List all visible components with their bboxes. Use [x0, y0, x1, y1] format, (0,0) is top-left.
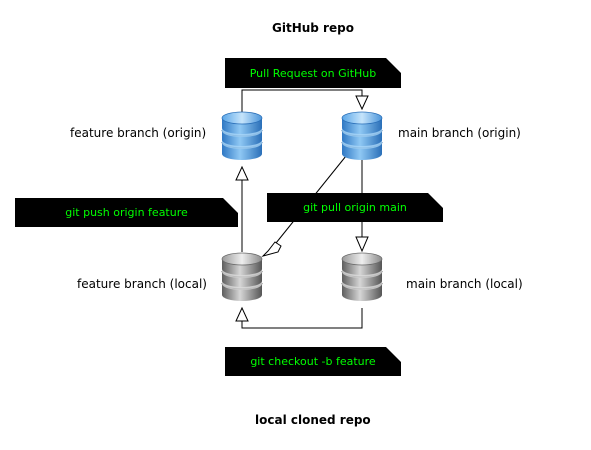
arrowhead-push-feature: [235, 165, 249, 181]
arrowhead-checkout: [235, 306, 249, 322]
node-label-main-local: main branch (local): [406, 277, 523, 291]
node-label-feature-local: feature branch (local): [77, 277, 207, 291]
note-git-pull: git pull origin main: [267, 193, 443, 222]
edge-checkout: [241, 308, 363, 329]
database-icon-main-local: [341, 252, 383, 301]
arrowhead-pull-request: [355, 95, 369, 111]
note-pull-request-text: Pull Request on GitHub: [249, 66, 377, 80]
node-label-feature-origin: feature branch (origin): [70, 126, 207, 140]
note-git-push-text: git push origin feature: [65, 206, 188, 219]
database-icon-feature-local: [221, 252, 263, 301]
edge-pull-request: [241, 89, 363, 112]
arrowhead-pull-main: [261, 241, 282, 257]
arrowhead-main-local: [355, 236, 369, 253]
note-git-checkout: git checkout -b feature: [225, 347, 401, 376]
note-git-pull-text: git pull origin main: [303, 201, 407, 214]
github-repo-heading: GitHub repo: [272, 21, 354, 35]
arrowheads: [235, 95, 369, 322]
database-icon-main-origin: [341, 111, 383, 160]
note-git-push: git push origin feature: [15, 198, 238, 227]
database-icon-feature-origin: [221, 111, 263, 160]
node-label-main-origin: main branch (origin): [398, 126, 521, 140]
note-pull-request: Pull Request on GitHub: [225, 58, 401, 88]
local-repo-heading: local cloned repo: [255, 413, 371, 427]
note-git-checkout-text: git checkout -b feature: [250, 355, 376, 368]
